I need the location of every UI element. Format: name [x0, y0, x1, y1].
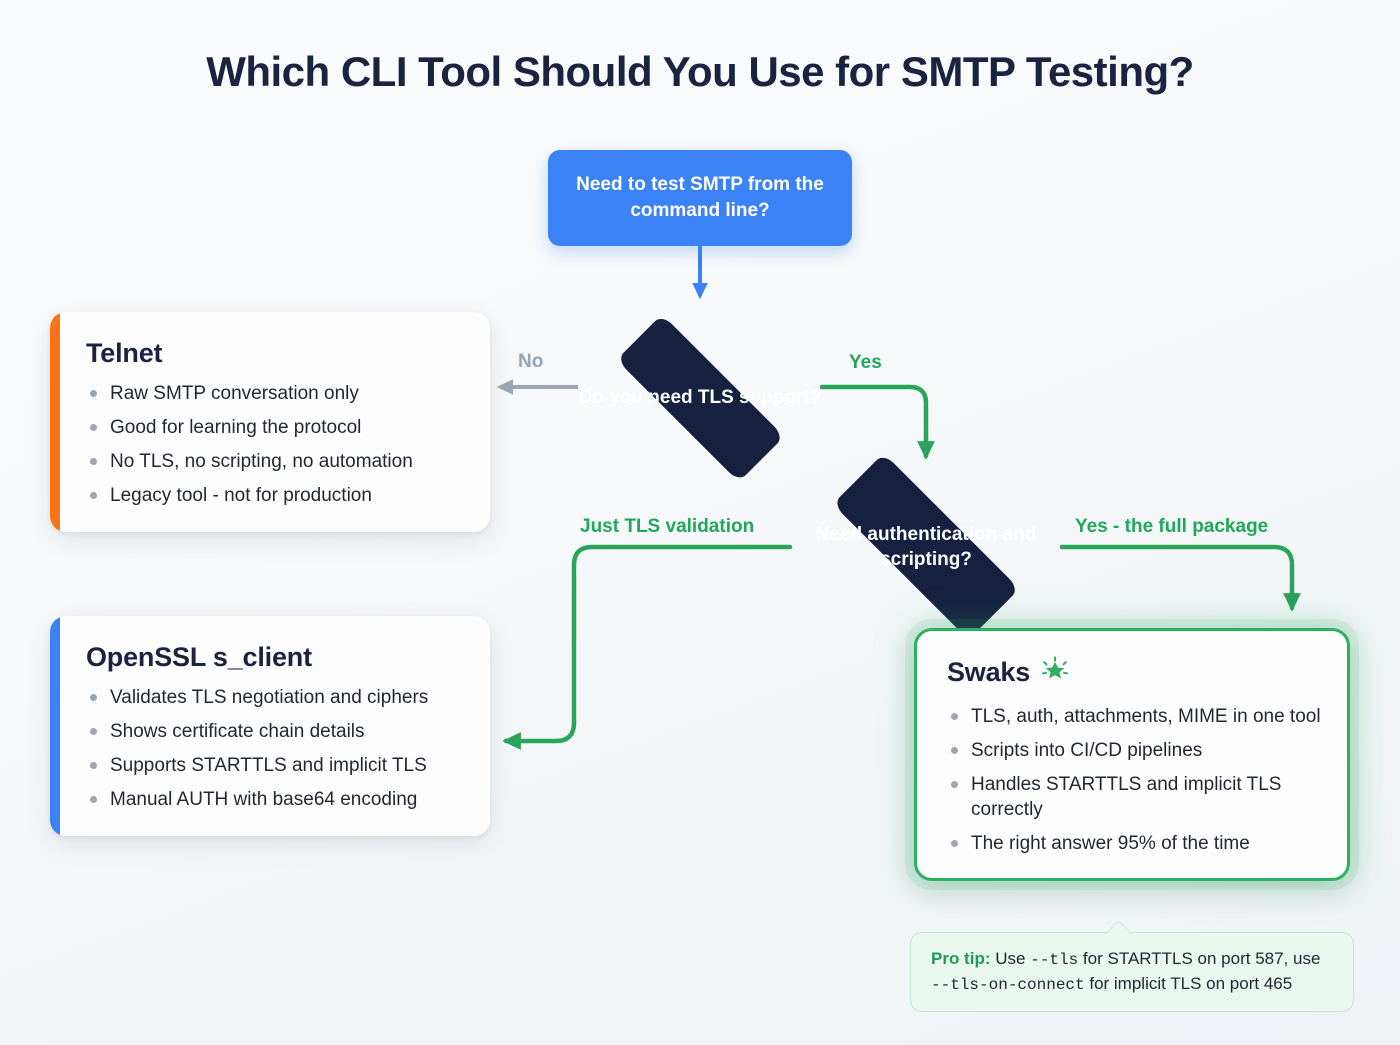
decision-node-tls: Do you need TLS support?: [578, 314, 822, 482]
outcome-card-telnet: Telnet Raw SMTP conversation only Good f…: [50, 312, 490, 533]
list-item: Shows certificate chain details: [86, 719, 466, 744]
decision-node-tls-label: Do you need TLS support?: [578, 387, 822, 409]
page-title: Which CLI Tool Should You Use for SMTP T…: [206, 48, 1194, 95]
pro-tip-callout: Pro tip: Use --tls for STARTTLS on port …: [910, 920, 1354, 1013]
card-title-swaks: Swaks: [947, 655, 1325, 690]
edge-label-yes: Yes: [849, 352, 882, 373]
card-bullet-list-telnet: Raw SMTP conversation only Good for lear…: [86, 381, 466, 508]
list-item: No TLS, no scripting, no automation: [86, 449, 466, 474]
start-node: Need to test SMTP from the command line?: [548, 150, 852, 246]
pro-tip-label: Pro tip:: [931, 949, 991, 968]
list-item: Legacy tool - not for production: [86, 483, 466, 508]
list-item: TLS, auth, attachments, MIME in one tool: [947, 704, 1325, 729]
list-item: Good for learning the protocol: [86, 415, 466, 440]
card-title-swaks-text: Swaks: [947, 657, 1031, 687]
outcome-card-swaks: Swaks TLS, auth, attachments, MIME in on…: [914, 628, 1350, 882]
pro-tip-text-2: for STARTTLS on port 587, use: [1078, 949, 1321, 968]
decision-node-auth-label: Need authentication and scripting?: [815, 523, 1037, 570]
list-item: Validates TLS negotiation and ciphers: [86, 685, 466, 710]
accent-bar-telnet: [50, 312, 60, 533]
edge-label-no: No: [518, 351, 544, 372]
pro-tip-text-1: Use: [990, 949, 1031, 968]
start-node-label: Need to test SMTP from the command line?: [576, 174, 824, 221]
sparkle-icon: [1040, 655, 1070, 690]
list-item: Manual AUTH with base64 encoding: [86, 787, 466, 812]
edge-label-just-tls-validation: Just TLS validation: [580, 516, 755, 537]
list-item: Supports STARTTLS and implicit TLS: [86, 753, 466, 778]
edge-tls-yes-to-auth: [819, 384, 935, 460]
outcome-card-openssl: OpenSSL s_client Validates TLS negotiati…: [50, 616, 490, 837]
edge-auth-left-to-openssl: [502, 544, 793, 750]
accent-bar-openssl: [50, 616, 60, 837]
pro-tip-code-tls-on-connect: --tls-on-connect: [931, 976, 1085, 995]
pro-tip-text-3: for implicit TLS on port 465: [1084, 974, 1293, 994]
list-item: The right answer 95% of the time: [947, 831, 1325, 856]
list-item: Raw SMTP conversation only: [86, 381, 466, 406]
pro-tip-code-tls: --tls: [1030, 951, 1079, 969]
list-item: Handles STARTTLS and implicit TLS correc…: [947, 772, 1325, 822]
card-title-telnet: Telnet: [86, 338, 163, 368]
card-title-openssl: OpenSSL s_client: [86, 642, 312, 672]
edge-label-yes-full-package: Yes - the full package: [1075, 516, 1269, 537]
edge-auth-right-to-swaks: [1059, 544, 1301, 612]
card-bullet-list-swaks: TLS, auth, attachments, MIME in one tool…: [947, 704, 1325, 856]
decision-node-auth: Need authentication and scripting?: [790, 453, 1062, 641]
list-item: Scripts into CI/CD pipelines: [947, 738, 1325, 763]
card-bullet-list-openssl: Validates TLS negotiation and ciphers Sh…: [86, 685, 466, 812]
pro-tip-notch: [1105, 920, 1132, 947]
